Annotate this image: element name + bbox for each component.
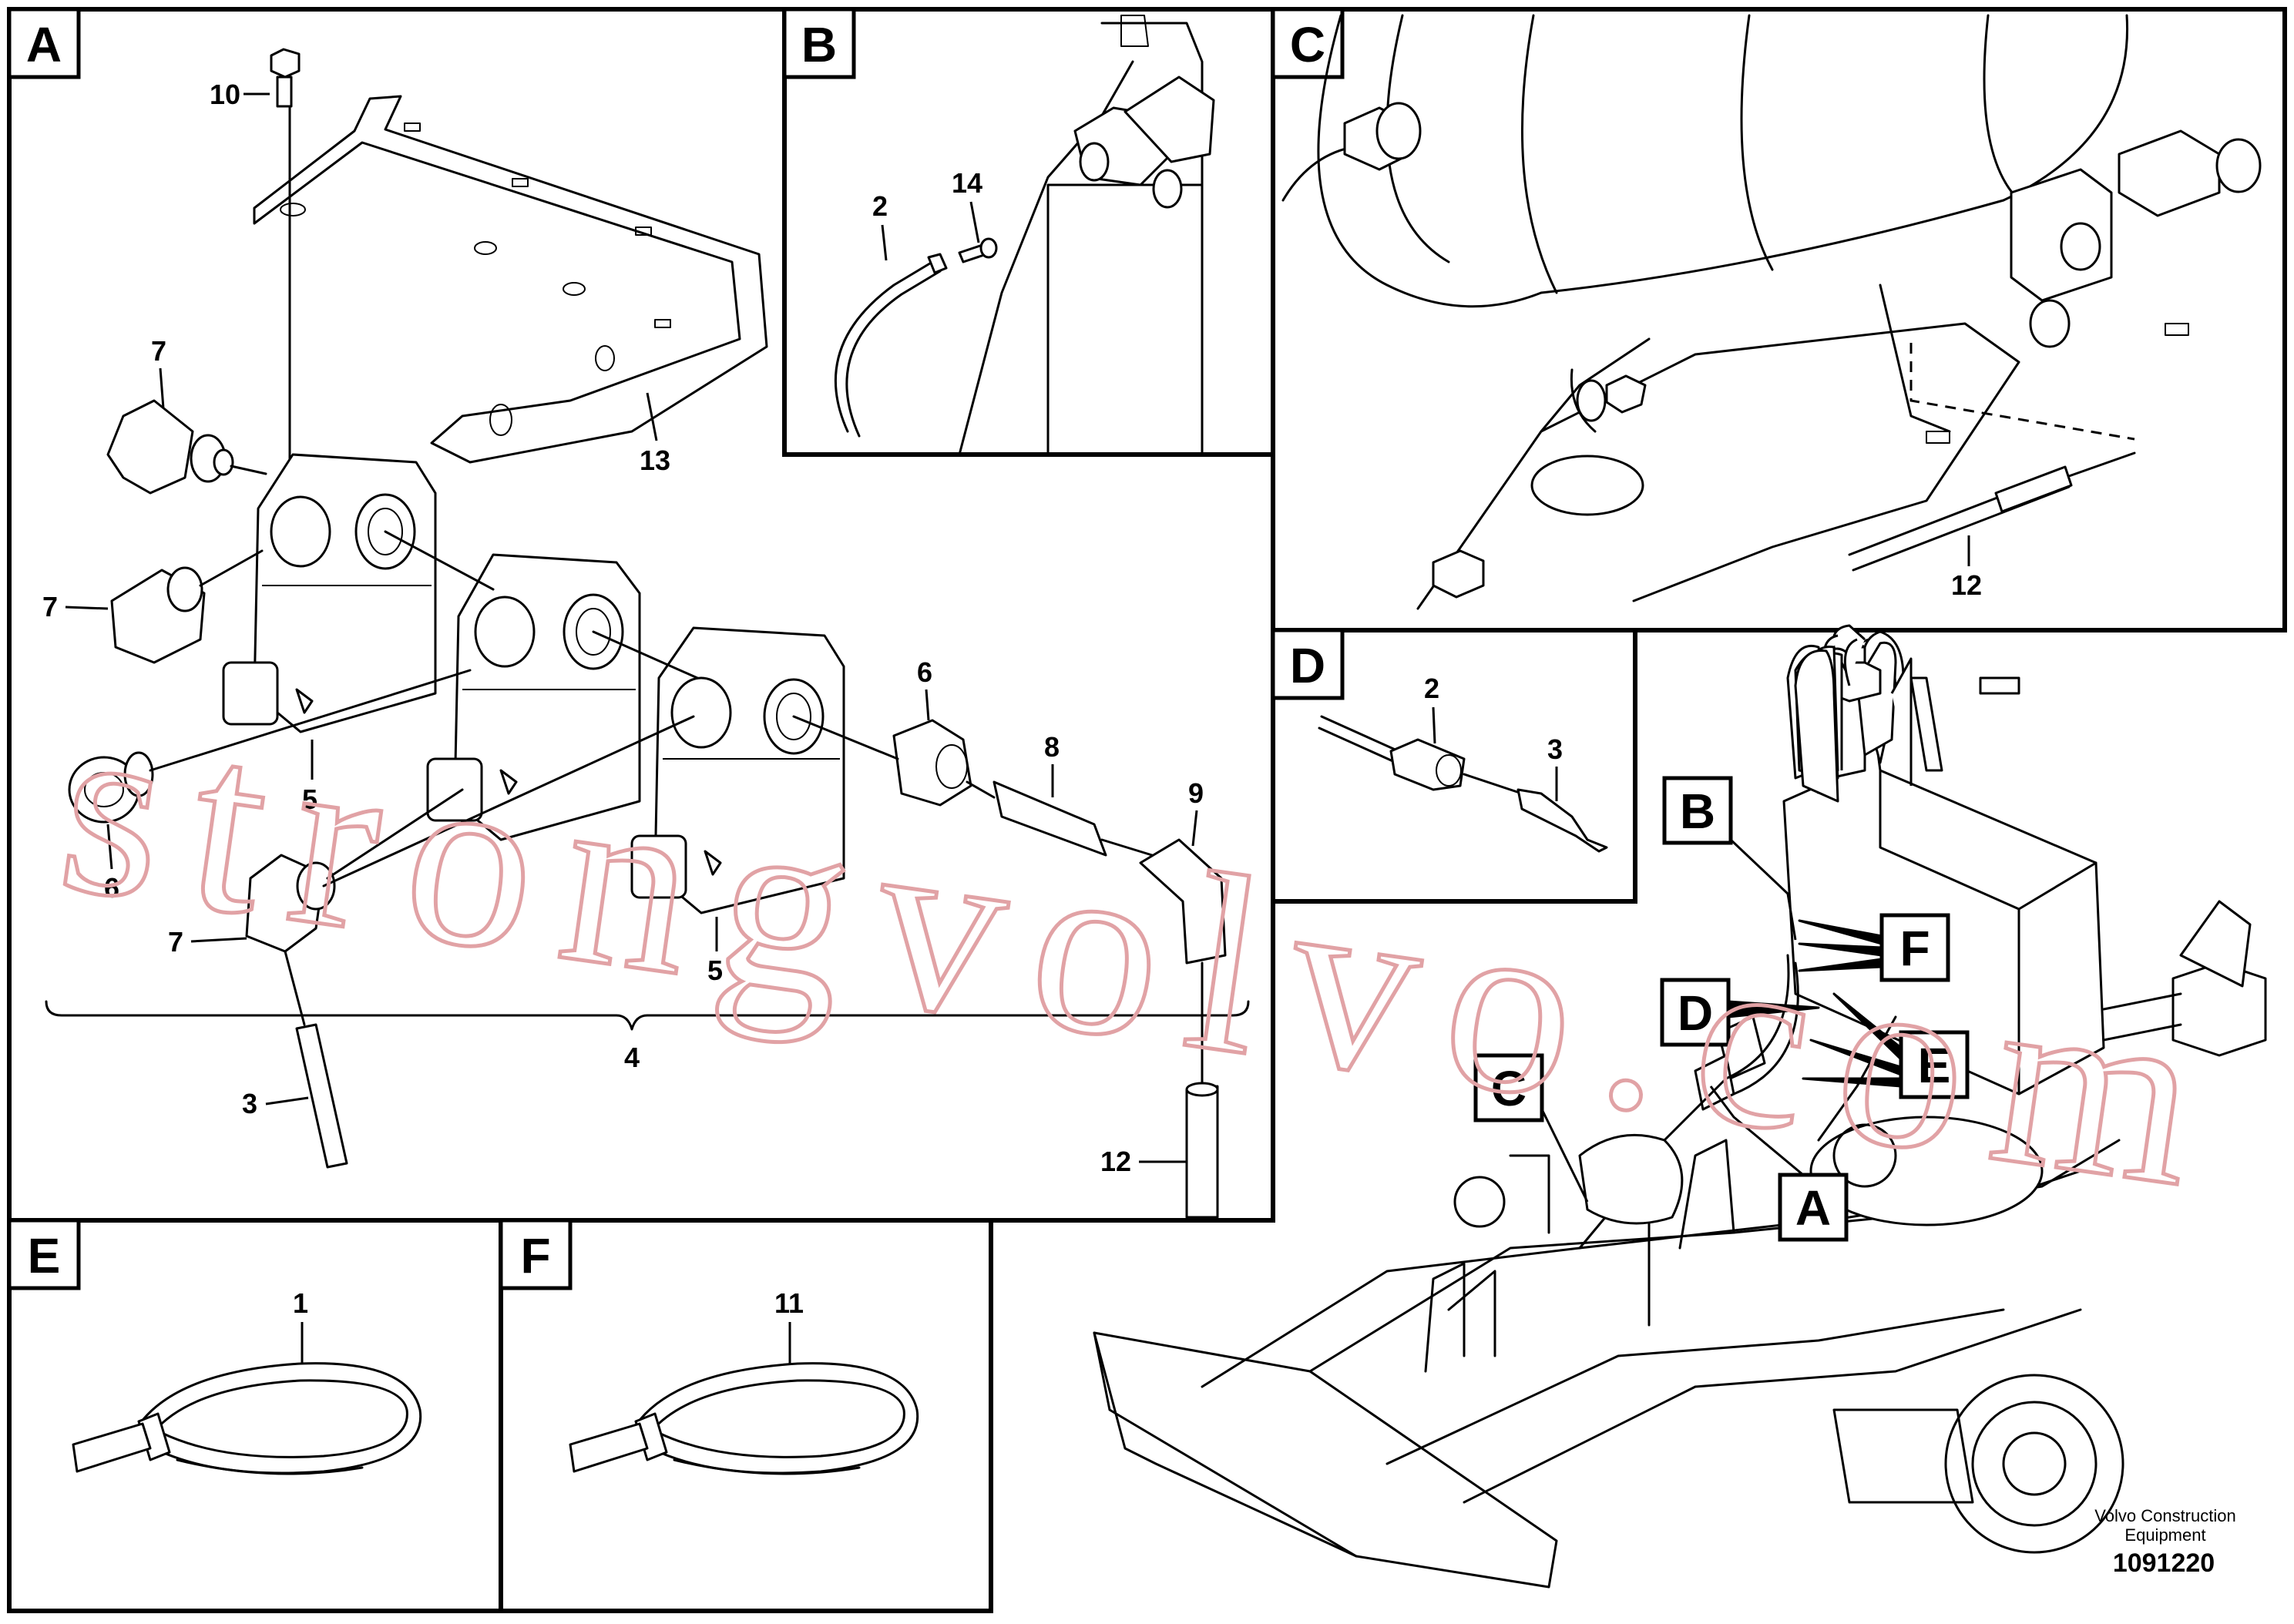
svg-text:B: B bbox=[1680, 783, 1715, 839]
overview-tag-a[interactable]: A bbox=[1709, 1085, 1849, 1242]
callout-f-11: 11 bbox=[774, 1287, 804, 1319]
callout-7-mid: 7 bbox=[42, 591, 58, 622]
callout-7-top: 7 bbox=[151, 335, 166, 367]
callout-8: 8 bbox=[1044, 731, 1060, 763]
link-line-4 bbox=[322, 715, 695, 887]
overview-tag-c[interactable]: C bbox=[1473, 1053, 1589, 1203]
callout-c-12: 12 bbox=[1951, 569, 1982, 601]
callout-b-2: 2 bbox=[872, 190, 888, 222]
panel-d-label: D bbox=[1290, 638, 1325, 693]
connector-fitting-left bbox=[68, 669, 472, 824]
panel-c-label: C bbox=[1290, 17, 1325, 72]
footer-company-line1: Volvo Construction bbox=[2094, 1506, 2235, 1525]
cable-tie-f bbox=[569, 1362, 919, 1475]
panel-d-tag[interactable]: D bbox=[1271, 628, 1345, 700]
panel-a-label: A bbox=[26, 17, 62, 72]
panel-b-label: B bbox=[801, 17, 837, 72]
svg-text:A: A bbox=[1795, 1180, 1831, 1236]
routing-dashline bbox=[1909, 343, 2135, 441]
callout-3: 3 bbox=[242, 1088, 257, 1119]
panel-a: A bbox=[7, 7, 1275, 1223]
link-line-1 bbox=[384, 530, 495, 591]
panel-a-tag[interactable]: A bbox=[7, 7, 81, 79]
svg-text:D: D bbox=[1678, 985, 1713, 1041]
panel-c: C bbox=[1271, 7, 2287, 632]
overview-tag-f[interactable]: F bbox=[1798, 913, 1950, 982]
callout-12: 12 bbox=[1100, 1146, 1131, 1177]
panel-c-tag[interactable]: C bbox=[1271, 7, 1345, 79]
callout-5-left: 5 bbox=[302, 783, 317, 815]
hose-elbow bbox=[1139, 838, 1227, 1088]
callout-6-right: 6 bbox=[917, 656, 932, 688]
svg-text:E: E bbox=[1918, 1038, 1951, 1093]
callout-13: 13 bbox=[640, 445, 670, 476]
callout-5-right: 5 bbox=[707, 955, 723, 986]
seat-upright bbox=[1794, 649, 1839, 803]
panel-d-frame bbox=[1271, 628, 1637, 904]
watermark-text: strongvolvo.com bbox=[46, 663, 2243, 1244]
bolt bbox=[270, 48, 301, 479]
overview-tag-e[interactable]: E bbox=[1802, 992, 1970, 1099]
link-line-2 bbox=[592, 630, 699, 679]
panel-c-hose bbox=[1848, 451, 2136, 572]
panel-f-label: F bbox=[520, 1228, 550, 1283]
panel-d-hose bbox=[1318, 715, 1608, 853]
cable-tie-e bbox=[72, 1362, 422, 1475]
panel-f: F 11 bbox=[499, 1218, 993, 1613]
elbow-fitting-mid bbox=[110, 549, 264, 664]
panel-e-tag[interactable]: E bbox=[7, 1218, 81, 1290]
overview-tag-b[interactable]: B bbox=[1662, 776, 1797, 941]
air-tank bbox=[1317, 14, 2129, 308]
panel-b-machine bbox=[958, 15, 1215, 456]
tank-fittings bbox=[1281, 102, 2262, 444]
panel-e: E 1 bbox=[7, 1218, 503, 1613]
link-line-3 bbox=[792, 715, 899, 760]
callout-4: 4 bbox=[624, 1042, 640, 1073]
svg-text:F: F bbox=[1899, 921, 1930, 976]
panel-e-frame bbox=[7, 1218, 503, 1613]
pipe-end bbox=[1185, 1082, 1219, 1219]
svg-text:C: C bbox=[1491, 1061, 1527, 1116]
callout-d-3: 3 bbox=[1547, 733, 1563, 765]
callout-b-14: 14 bbox=[952, 167, 982, 199]
callout-7-low: 7 bbox=[168, 926, 183, 958]
panel-b-tag[interactable]: B bbox=[782, 7, 856, 79]
group-brace bbox=[45, 1000, 1250, 1031]
callout-10: 10 bbox=[210, 79, 240, 110]
elbow-fitting-low bbox=[245, 788, 464, 953]
elbow-fitting-top bbox=[106, 399, 267, 495]
callout-d-2: 2 bbox=[1424, 673, 1439, 704]
panel-d: D 2 3 bbox=[1271, 628, 1637, 904]
panel-b-frame bbox=[782, 7, 1275, 457]
panel-f-frame bbox=[499, 1218, 993, 1613]
panel-b: B 2 14 bbox=[782, 7, 1275, 457]
overview-tag-d[interactable]: D bbox=[1660, 978, 1820, 1047]
sleeve-tube bbox=[966, 780, 1154, 857]
solenoid-valve-2 bbox=[426, 553, 641, 841]
pipe-vertical bbox=[284, 950, 348, 1169]
tank-support bbox=[1416, 284, 2020, 610]
callout-9: 9 bbox=[1188, 777, 1204, 809]
solenoid-valve-1 bbox=[222, 453, 437, 733]
panel-e-label: E bbox=[28, 1228, 61, 1283]
callout-6-left: 6 bbox=[104, 872, 119, 904]
panel-f-tag[interactable]: F bbox=[499, 1218, 573, 1290]
footer-company-line2: Equipment bbox=[2124, 1525, 2205, 1545]
panel-b-hose bbox=[834, 260, 934, 433]
callout-e-1: 1 bbox=[293, 1287, 308, 1319]
mounting-bracket bbox=[253, 95, 768, 464]
connector-fitting-right bbox=[892, 719, 972, 807]
panel-c-frame bbox=[1271, 7, 2287, 632]
document-number: 1091220 bbox=[2113, 1549, 2215, 1578]
